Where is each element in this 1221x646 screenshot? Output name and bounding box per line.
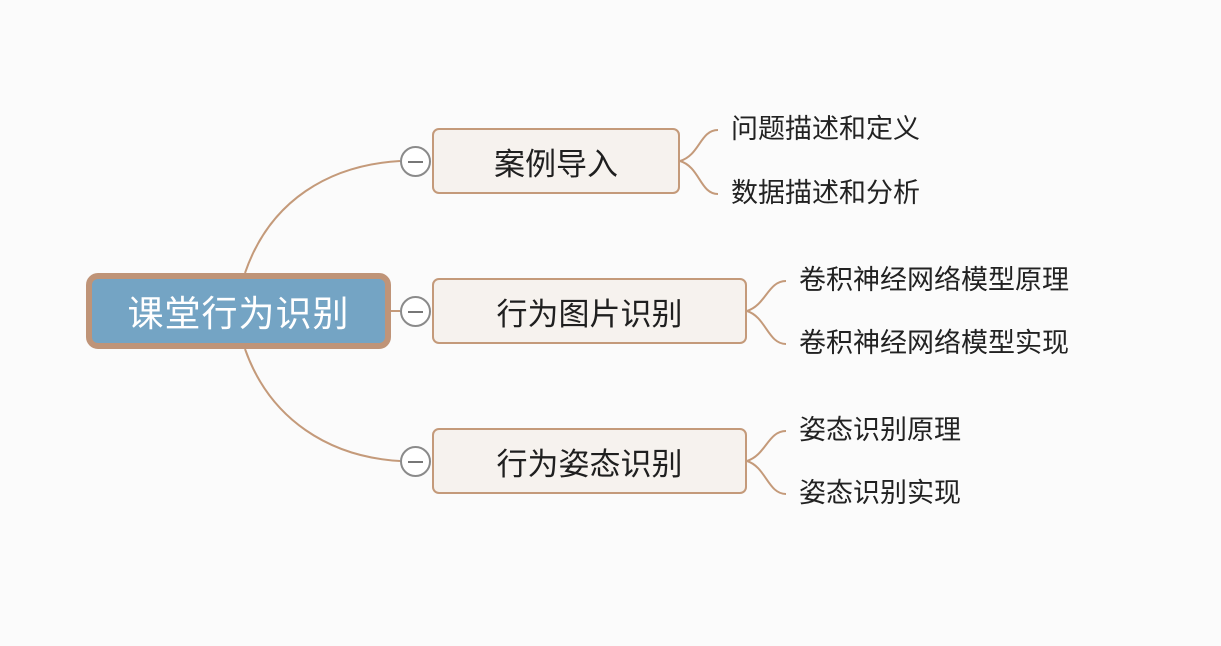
connector-topic-3-leaf-1 xyxy=(746,430,787,462)
subtopic-label: 姿态识别原理 xyxy=(799,415,961,446)
topic-label: 行为图片识别 xyxy=(496,296,683,333)
root-topic[interactable]: 课堂行为识别 xyxy=(86,273,391,349)
subtopic-label: 姿态识别实现 xyxy=(799,478,961,509)
subtopic-label: 卷积神经网络模型原理 xyxy=(799,265,1069,296)
collapse-minus-icon[interactable] xyxy=(400,446,431,477)
subtopic-data-analysis[interactable]: 数据描述和分析 xyxy=(731,178,920,210)
topic-label: 行为姿态识别 xyxy=(496,446,683,483)
subtopic-cnn-implementation[interactable]: 卷积神经网络模型实现 xyxy=(799,328,1069,360)
subtopic-pose-principle[interactable]: 姿态识别原理 xyxy=(799,415,961,447)
topic-image-recognition[interactable]: 行为图片识别 xyxy=(432,278,747,344)
subtopic-label: 数据描述和分析 xyxy=(731,178,920,209)
subtopic-cnn-principle[interactable]: 卷积神经网络模型原理 xyxy=(799,265,1069,297)
connector-topic-1-leaf-2 xyxy=(679,160,719,195)
connector-topic-1-leaf-1 xyxy=(679,129,719,162)
topic-pose-recognition[interactable]: 行为姿态识别 xyxy=(432,428,747,494)
subtopic-problem-definition[interactable]: 问题描述和定义 xyxy=(731,114,920,146)
subtopic-pose-implementation[interactable]: 姿态识别实现 xyxy=(799,478,961,510)
collapse-minus-icon[interactable] xyxy=(400,146,431,177)
subtopic-label: 卷积神经网络模型实现 xyxy=(799,328,1069,359)
connector-root-topic-3 xyxy=(244,348,401,462)
subtopic-label: 问题描述和定义 xyxy=(731,114,920,145)
connector-topic-3-leaf-2 xyxy=(746,460,787,495)
root-topic-label: 课堂行为识别 xyxy=(127,294,350,335)
topic-label: 案例导入 xyxy=(494,146,618,183)
connector-topic-2-leaf-1 xyxy=(746,280,787,312)
topic-case-intro[interactable]: 案例导入 xyxy=(432,128,680,194)
collapse-minus-icon[interactable] xyxy=(400,296,431,327)
connector-topic-2-leaf-2 xyxy=(746,310,787,345)
connector-root-topic-1 xyxy=(244,160,401,274)
